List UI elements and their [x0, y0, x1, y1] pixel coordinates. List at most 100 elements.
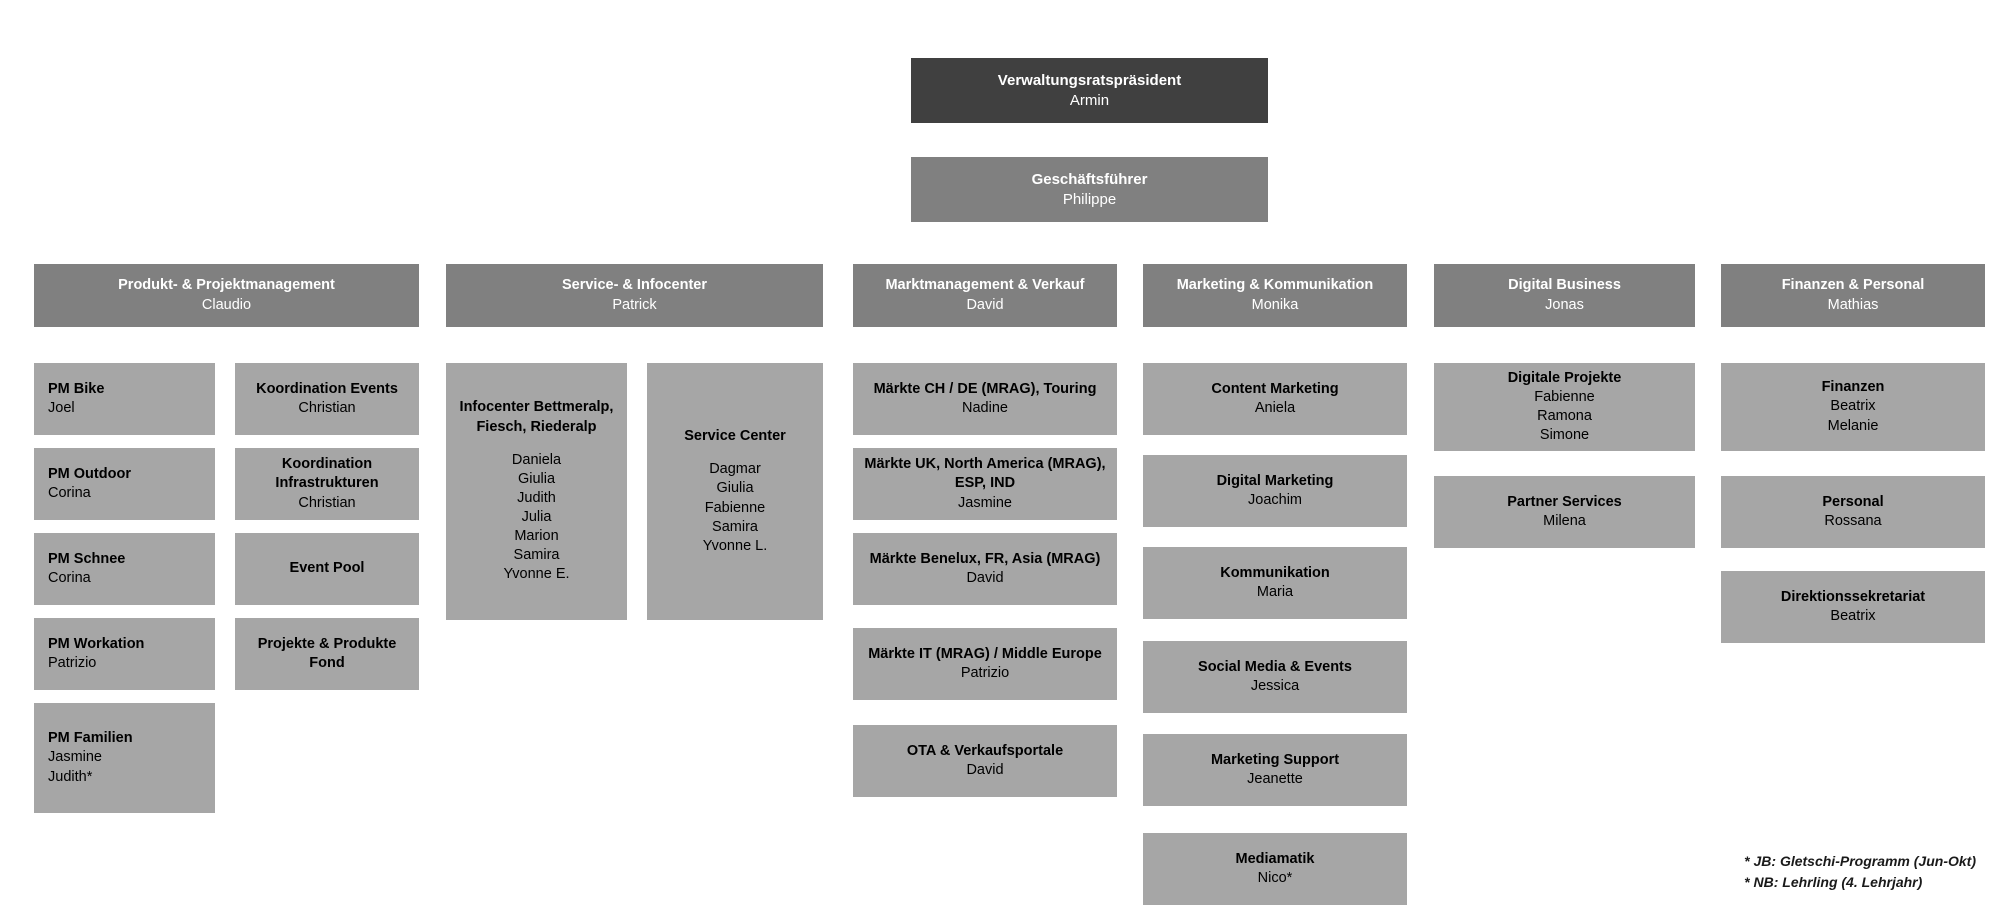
node-person: Patrizio	[960, 665, 1010, 681]
node-person: Yvonne L.	[702, 537, 768, 554]
node-person: Beatrix	[1830, 608, 1876, 624]
node-unit-personal[interactable]: Personal Rossana	[1721, 476, 1985, 548]
node-person: Judith	[517, 489, 556, 506]
node-unit-pm-schnee[interactable]: PM Schnee Corina	[34, 533, 215, 605]
node-department-produkt-projektmanagement[interactable]: Produkt- & Projektmanagement Claudio	[34, 264, 419, 327]
node-person: Samira	[513, 547, 560, 564]
node-title: Digital Business	[1508, 277, 1621, 294]
node-unit-service-center[interactable]: Service Center Dagmar Giulia Fabienne Sa…	[647, 363, 823, 620]
node-person: Nadine	[962, 400, 1008, 416]
node-person: Monika	[1251, 296, 1299, 313]
node-person: David	[966, 762, 1004, 778]
node-person: Nico*	[1257, 870, 1293, 886]
node-unit-koordination-events[interactable]: Koordination Events Christian	[235, 363, 419, 435]
node-department-finanzen-personal[interactable]: Finanzen & Personal Mathias	[1721, 264, 1985, 327]
node-title: Verwaltungsratspräsident	[997, 71, 1182, 89]
node-department-service-infocenter[interactable]: Service- & Infocenter Patrick	[446, 264, 823, 327]
node-person: Marion	[514, 528, 559, 545]
node-person: Jessica	[1250, 678, 1300, 694]
node-title: Märkte CH / DE (MRAG), Touring	[873, 380, 1097, 397]
node-unit-direktionssekretariat[interactable]: Direktionssekretariat Beatrix	[1721, 571, 1985, 643]
node-person: Giulia	[517, 470, 556, 487]
node-title: Mediamatik	[1235, 850, 1315, 867]
node-title: Event Pool	[289, 560, 365, 577]
node-unit-pm-bike[interactable]: PM Bike Joel	[34, 363, 215, 435]
node-chairman[interactable]: Verwaltungsratspräsident Armin	[911, 58, 1268, 123]
node-title: PM Workation	[48, 635, 145, 652]
node-unit-marketing-support[interactable]: Marketing Support Jeanette	[1143, 734, 1407, 806]
node-unit-ota-verkaufsportale[interactable]: OTA & Verkaufsportale David	[853, 725, 1117, 797]
node-title: PM Outdoor	[48, 465, 131, 482]
node-unit-event-pool[interactable]: Event Pool	[235, 533, 419, 605]
node-unit-content-marketing[interactable]: Content Marketing Aniela	[1143, 363, 1407, 435]
node-person: Yvonne E.	[503, 566, 570, 583]
node-unit-digital-marketing[interactable]: Digital Marketing Joachim	[1143, 455, 1407, 527]
node-person: Beatrix	[1830, 398, 1876, 415]
node-title: PM Schnee	[48, 550, 126, 567]
node-person: Fabienne	[704, 499, 766, 516]
node-person: Philippe	[1062, 190, 1117, 208]
node-person: Corina	[48, 485, 91, 501]
node-unit-infocenter[interactable]: Infocenter Bettmeralp, Fiesch, Riederalp…	[446, 363, 627, 620]
node-unit-partner-services[interactable]: Partner Services Milena	[1434, 476, 1695, 548]
node-title: Märkte UK, North America (MRAG), ESP, IN…	[864, 456, 1106, 492]
node-title: Finanzen	[1821, 379, 1885, 396]
node-department-digital-business[interactable]: Digital Business Jonas	[1434, 264, 1695, 327]
node-person: Simone	[1539, 427, 1590, 444]
node-ceo[interactable]: Geschäftsführer Philippe	[911, 157, 1268, 222]
node-person: Melanie	[1827, 417, 1879, 434]
node-unit-finanzen[interactable]: Finanzen Beatrix Melanie	[1721, 363, 1985, 451]
node-person: Jasmine	[48, 749, 102, 766]
node-title: Social Media & Events	[1198, 658, 1352, 675]
node-title: Koordination Infrastrukturen	[275, 456, 379, 492]
node-unit-maerkte-ch-de[interactable]: Märkte CH / DE (MRAG), Touring Nadine	[853, 363, 1117, 435]
footnotes: * JB: Gletschi-Programm (Jun-Okt) * NB: …	[1744, 851, 1976, 892]
node-department-marketing-kommunikation[interactable]: Marketing & Kommunikation Monika	[1143, 264, 1407, 327]
node-unit-maerkte-it[interactable]: Märkte IT (MRAG) / Middle Europe Patrizi…	[853, 628, 1117, 700]
node-person: Aniela	[1254, 400, 1296, 416]
node-title: Produkt- & Projektmanagement	[118, 277, 335, 294]
node-person: Patrizio	[48, 655, 97, 671]
node-title: Koordination Events	[256, 380, 398, 397]
node-unit-projekte-produkte-fond[interactable]: Projekte & Produkte Fond	[235, 618, 419, 690]
node-unit-pm-outdoor[interactable]: PM Outdoor Corina	[34, 448, 215, 520]
node-unit-pm-familien[interactable]: PM Familien Jasmine Judith*	[34, 703, 215, 813]
node-unit-mediamatik[interactable]: Mediamatik Nico*	[1143, 833, 1407, 905]
node-person: Milena	[1543, 513, 1586, 529]
node-person: Giulia	[716, 480, 754, 497]
node-unit-maerkte-benelux[interactable]: Märkte Benelux, FR, Asia (MRAG) David	[853, 533, 1117, 605]
node-title: Service- & Infocenter	[561, 277, 708, 294]
node-person: Christian	[298, 494, 356, 511]
node-person: Judith*	[48, 768, 93, 785]
node-title: PM Familien	[48, 730, 133, 747]
node-title: Digital Marketing	[1216, 472, 1334, 489]
node-title: Finanzen & Personal	[1781, 277, 1925, 294]
node-title: Infocenter Bettmeralp, Fiesch, Riederalp	[459, 399, 614, 435]
node-person: David	[966, 570, 1004, 586]
node-title: Marketing & Kommunikation	[1176, 277, 1374, 294]
node-person: Ramona	[1537, 408, 1592, 424]
node-unit-kommunikation[interactable]: Kommunikation Maria	[1143, 547, 1407, 619]
node-unit-maerkte-uk-na[interactable]: Märkte UK, North America (MRAG), ESP, IN…	[853, 448, 1117, 520]
footnote-jb: * JB: Gletschi-Programm (Jun-Okt)	[1744, 853, 1976, 870]
node-person: Patrick	[612, 296, 657, 313]
node-title: Content Marketing	[1211, 380, 1339, 397]
node-person: Dagmar	[709, 461, 761, 478]
node-title: Personal	[1822, 493, 1884, 510]
node-unit-pm-workation[interactable]: PM Workation Patrizio	[34, 618, 215, 690]
node-person: Jonas	[1545, 296, 1584, 313]
node-title: Märkte Benelux, FR, Asia (MRAG)	[869, 550, 1101, 567]
node-person: Corina	[48, 570, 91, 586]
node-person: Claudio	[201, 296, 252, 313]
footnote-nb: * NB: Lehrling (4. Lehrjahr)	[1744, 873, 1923, 890]
node-unit-social-media-events[interactable]: Social Media & Events Jessica	[1143, 641, 1407, 713]
node-unit-koordination-infrastrukturen[interactable]: Koordination Infrastrukturen Christian	[235, 448, 419, 520]
node-person: Samira	[712, 518, 758, 535]
node-title: Service Center	[684, 428, 786, 445]
node-person: Armin	[1069, 91, 1110, 109]
node-unit-digitale-projekte[interactable]: Digitale Projekte Fabienne Ramona Simone	[1434, 363, 1695, 451]
node-person: Joel	[48, 400, 75, 416]
node-person: Daniela	[511, 451, 562, 468]
node-department-marktmanagement-verkauf[interactable]: Marktmanagement & Verkauf David	[853, 264, 1117, 327]
